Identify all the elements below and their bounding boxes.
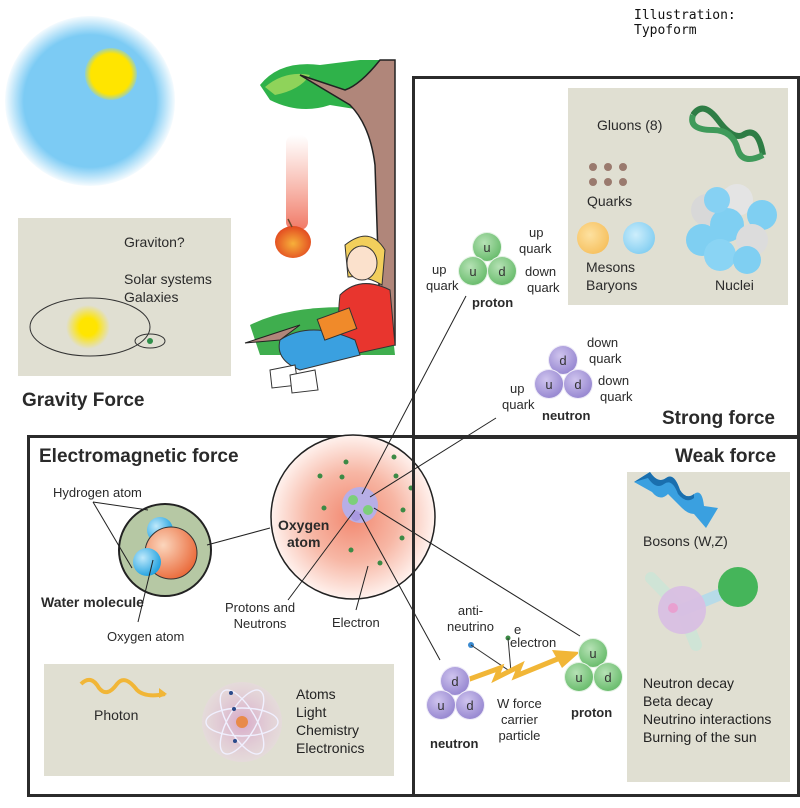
fall-trail: [286, 135, 308, 230]
neutron-label: neutron: [542, 408, 591, 423]
oxygen-atom-label: Oxygen atom: [107, 629, 185, 644]
bosons-label: Bosons (W,Z): [643, 533, 728, 549]
boson-molecule-icon: [645, 567, 758, 651]
quarks-icon: [589, 163, 627, 186]
gluons-label: Gluons (8): [597, 117, 663, 133]
quark: d: [593, 662, 623, 692]
photon-label: Photon: [94, 707, 139, 723]
photon-icon: [79, 677, 167, 698]
neutron-decay-label: neutron: [430, 736, 479, 751]
illustration-credit: Illustration: Typoform: [634, 8, 736, 38]
gluon-icon: [689, 105, 766, 162]
quark: u: [564, 662, 594, 692]
water-molecule-icon: [118, 503, 212, 597]
atom-icon: [202, 682, 282, 762]
oxygen-atom-icon: [270, 434, 436, 600]
em-force-title: Electromagnetic force: [39, 446, 239, 467]
nucleus-icon: [686, 184, 777, 274]
weak-force-title: Weak force: [675, 446, 777, 467]
baryons-label: Baryons: [586, 277, 638, 293]
strong-force-title: Strong force: [662, 408, 775, 429]
boson-wave-icon: [634, 472, 718, 528]
graviton-label: Graviton?: [124, 234, 185, 250]
apple-tree-icon: [244, 59, 396, 394]
quark: d: [455, 690, 485, 720]
antineutrino-label: anti-neutrino: [447, 603, 494, 634]
baryon-icon: [623, 222, 655, 254]
electron-label: Electron: [332, 615, 380, 630]
hydrogen-label: Hydrogen atom: [53, 485, 142, 500]
quark: d: [563, 369, 593, 399]
proton-decay-label: proton: [571, 705, 613, 720]
reading-girl-icon: [269, 235, 396, 394]
quark: u: [426, 690, 456, 720]
falling-apple-icon: [275, 226, 311, 258]
weak-force-panel: [412, 435, 800, 797]
sky-sun-icon: [5, 16, 175, 186]
proton-label: proton: [472, 295, 514, 310]
w-boson-arrow: [455, 635, 580, 687]
mesons-label: Mesons: [586, 259, 636, 275]
gravity-example: Galaxies: [124, 289, 179, 305]
water-molecule-label: Water molecule: [41, 594, 144, 610]
orbit-icon: [29, 297, 166, 357]
nuclei-label: Nuclei: [715, 277, 754, 293]
quark: u: [458, 256, 488, 286]
gravity-example: Solar systems: [124, 271, 212, 287]
quarks-label: Quarks: [587, 193, 633, 209]
meson-icon: [577, 222, 609, 254]
gravity-title: Gravity Force: [22, 390, 145, 411]
quark: d: [487, 256, 517, 286]
quark: u: [534, 369, 564, 399]
